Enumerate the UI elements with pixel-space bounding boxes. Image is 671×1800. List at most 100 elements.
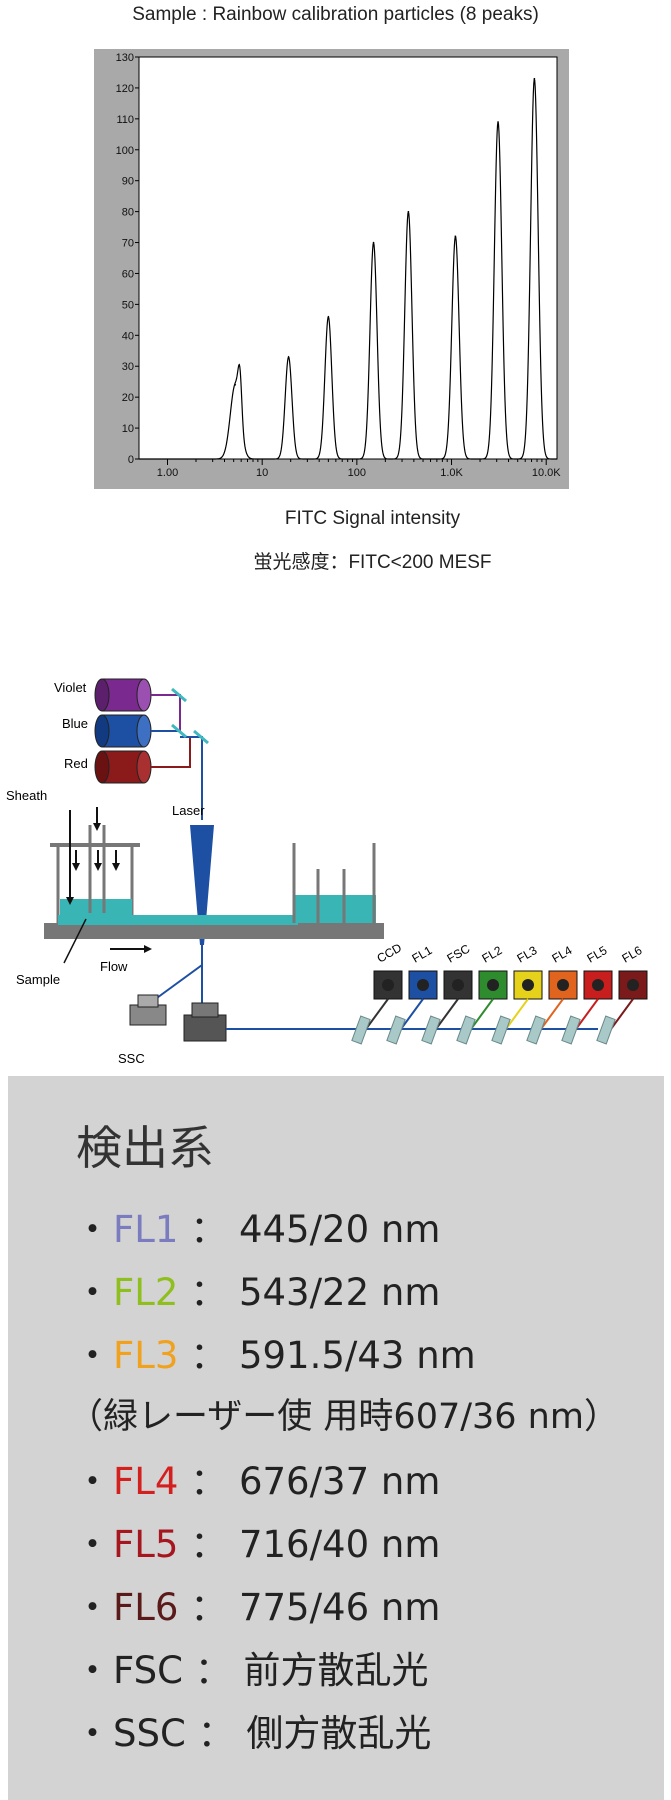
detector-name: FL2	[113, 1271, 179, 1314]
separator: ：	[178, 1334, 239, 1377]
bullet: ・	[74, 1271, 111, 1314]
separator: ：	[178, 1208, 239, 1251]
peak-5	[407, 210, 410, 213]
detector-value: 側方散乱光	[246, 1712, 432, 1755]
sensitivity-label: 蛍光感度：FITC<200 MESF	[253, 552, 492, 573]
laser-label: Laser	[172, 803, 205, 818]
y-tick-label: 110	[116, 114, 134, 126]
ssc-label: SSC	[118, 1051, 145, 1066]
sheath-label: Sheath	[6, 788, 47, 803]
detector-value: 445/20 nm	[238, 1208, 441, 1251]
detector-row-ssc: ・SSC ： 側方散乱光	[74, 1703, 431, 1757]
detector-name: FL6	[113, 1586, 179, 1629]
separator: ：	[182, 1649, 244, 1692]
forward-detector	[183, 1002, 227, 1042]
laser-violet: Violet	[54, 678, 152, 712]
detector-name: SSC	[113, 1712, 186, 1755]
separator: ：	[178, 1586, 239, 1629]
detector-label: FL2	[480, 943, 505, 966]
separator: ：	[178, 1271, 239, 1314]
detector-value: 676/37 nm	[238, 1460, 441, 1503]
peak-7	[497, 121, 499, 123]
separator: ：	[178, 1460, 239, 1503]
detector-value: 543/22 nm	[238, 1271, 441, 1314]
detector-row-fl1: ・FL1 ： 445/20 nm	[74, 1199, 440, 1253]
detector-name: FL4	[113, 1460, 179, 1503]
sample-label: Sample	[16, 972, 60, 987]
laser-blue: Blue	[62, 714, 152, 748]
detector-row-fsc: ・FSC ： 前方散乱光	[74, 1640, 428, 1694]
bullet: ・	[74, 1523, 111, 1566]
x-tick-label: 1.0K	[440, 467, 463, 479]
detector-value: 775/46 nm	[238, 1586, 441, 1629]
x-tick-label: 10.0K	[532, 467, 561, 479]
detector-row-fl3: ・FL3 ： 591.5/43 nm	[74, 1325, 476, 1379]
peak-6	[454, 235, 457, 238]
y-tick-label: 90	[122, 176, 134, 188]
y-tick-label: 40	[122, 330, 134, 342]
laser-red: Red	[64, 750, 152, 784]
detector-row-fl2: ・FL2 ： 543/22 nm	[74, 1262, 440, 1316]
peak-2	[287, 356, 290, 358]
detector-label: CCD	[375, 940, 405, 965]
detector-fl5: FL5	[561, 943, 613, 1045]
detector-row-fl4: ・FL4 ： 676/37 nm	[74, 1451, 440, 1505]
y-tick-label: 100	[116, 145, 134, 157]
detector-label: FL3	[515, 943, 540, 966]
mirror	[171, 687, 187, 703]
x-tick-label: 1.00	[157, 467, 178, 479]
optical-system-diagram: Violet Blue Red Laser Sheath Samp	[6, 678, 648, 1066]
detector-label: FSC	[445, 941, 473, 965]
separator: ：	[178, 1523, 239, 1566]
y-tick-label: 130	[116, 52, 134, 64]
y-tick-label: 10	[122, 423, 134, 435]
detector-name: FL3	[113, 1334, 179, 1377]
peak-4	[372, 241, 375, 244]
chart-title: Sample : Rainbow calibration particles (…	[132, 4, 539, 25]
detector-name: FL1	[113, 1208, 179, 1251]
detector-label: FL5	[585, 943, 610, 966]
y-tick-label: 80	[122, 207, 134, 219]
detector-value: 591.5/43 nm	[238, 1334, 476, 1377]
bullet: ・	[74, 1712, 111, 1755]
flow-label: Flow	[100, 959, 128, 974]
y-tick-label: 60	[122, 268, 134, 280]
detection-panel: 検出系 ・FL1 ： 445/20 nm・FL2 ： 543/22 nm・FL3…	[8, 1076, 664, 1800]
peak-3	[327, 315, 330, 318]
y-tick-label: 0	[128, 454, 134, 466]
detector-row-fl6: ・FL6 ： 775/46 nm	[74, 1577, 440, 1631]
x-tick-label: 100	[348, 467, 366, 479]
x-axis-label: FITC Signal intensity	[284, 508, 461, 529]
detector-row-fl5: ・FL5 ： 716/40 nm	[74, 1514, 440, 1568]
x-tick-label: 10	[256, 467, 268, 479]
focusing-lens	[190, 825, 214, 945]
flow-channel-base	[44, 923, 384, 939]
y-tick-label: 50	[122, 299, 134, 311]
waste-reservoir	[294, 895, 376, 923]
detector-value: 前方散乱光	[243, 1649, 429, 1692]
detector-name: FSC	[113, 1649, 183, 1692]
green-laser-note: （緑レーザー使 用時607/36 nm）	[68, 1397, 619, 1437]
y-tick-label: 70	[122, 238, 134, 250]
laser-violet-label: Violet	[54, 680, 87, 695]
detector-label: FL6	[620, 943, 645, 966]
bullet: ・	[74, 1649, 111, 1692]
laser-blue-label: Blue	[62, 716, 88, 731]
ssc-detector: SSC	[118, 994, 167, 1066]
detector-label: FL4	[550, 943, 575, 966]
peak-1	[234, 383, 237, 386]
peak-8	[533, 77, 536, 80]
detection-title: 検出系	[76, 1121, 214, 1175]
y-tick-label: 120	[116, 83, 134, 95]
y-tick-label: 20	[122, 392, 134, 404]
bullet: ・	[74, 1460, 111, 1503]
detector-value: 716/40 nm	[238, 1523, 441, 1566]
bullet: ・	[74, 1586, 111, 1629]
histogram-curve	[139, 78, 557, 460]
mirror	[171, 723, 187, 739]
bullet: ・	[74, 1208, 111, 1251]
plot-area	[138, 56, 558, 460]
bullet: ・	[74, 1334, 111, 1377]
separator: ：	[185, 1712, 247, 1755]
